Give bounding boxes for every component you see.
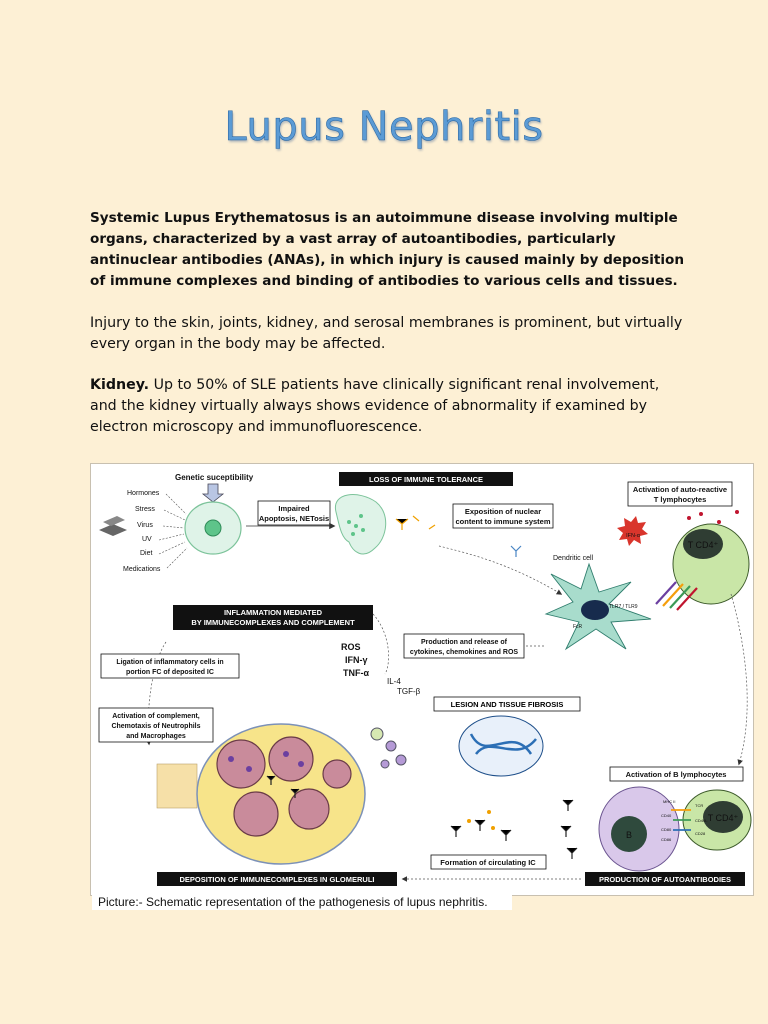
ligation-line1: Ligation of inflammatory cells in <box>116 659 223 666</box>
complement-line1: Activation of complement, <box>112 713 200 720</box>
inflammation-line1: INFLAMMATION MEDIATED <box>224 608 323 617</box>
svg-text:CD86: CD86 <box>661 837 672 842</box>
inflammatory-cells <box>370 727 407 769</box>
complement-box <box>98 707 214 743</box>
cytokine-il4: IL-4 <box>387 677 401 686</box>
lesion-box <box>433 696 581 712</box>
impaired-line1: Impaired <box>278 504 310 513</box>
cell-nucleus <box>204 519 222 537</box>
kidney-paragraph: Kidney. Up to 50% of SLE patients have c… <box>90 375 690 438</box>
down-arrow-icon <box>201 483 225 503</box>
trigger-1: Stress <box>135 506 155 513</box>
trigger-5: Medications <box>123 566 161 573</box>
formation-ic-label: Formation of circulating IC <box>440 858 536 867</box>
costim-markers: MHC II TCR CD40 CD40L CD80 CD28 CD86 <box>661 799 708 842</box>
cytokine-tnf-alpha: TNF-α <box>343 668 369 678</box>
dendritic-nucleus <box>581 600 609 620</box>
trigger-2: Virus <box>137 522 153 529</box>
tcd4-b-label: T CD4⁺ <box>708 813 739 823</box>
production-release-line2: cytokines, chemokines and ROS <box>410 649 518 656</box>
svg-text:MHC II: MHC II <box>663 799 675 804</box>
lesion-label: LESION AND TISSUE FIBROSIS <box>451 700 564 709</box>
glomerulus <box>156 723 366 865</box>
loss-tolerance-box <box>339 472 513 486</box>
fibrosis-tissue <box>458 715 544 777</box>
tlr-label: TLR7 / TLR9 <box>609 604 638 610</box>
receptor-bundle <box>655 581 698 611</box>
netosis-cell <box>334 494 387 555</box>
impaired-line2: Apoptosis, NETosis <box>259 514 329 523</box>
deposition-box <box>157 872 397 886</box>
ifn-star-icon <box>617 516 648 546</box>
pathogenesis-figure: Genetic suceptibility Hormones Stress Vi… <box>90 463 754 896</box>
complement-line2: Chemotaxis of Neutrophils <box>111 723 200 730</box>
kidney-body: Up to 50% of SLE patients have clinicall… <box>90 377 660 435</box>
tcd4-label: T CD4⁺ <box>688 540 719 550</box>
complement-line3: and Macrophages <box>126 733 186 740</box>
organ-paragraph: Injury to the skin, joints, kidney, and … <box>90 315 683 352</box>
trigger-3: UV <box>142 536 152 543</box>
b-label: B <box>626 830 632 840</box>
production-release-line1: Production and release of <box>421 639 508 646</box>
uv-rays-icon <box>99 516 127 536</box>
svg-text:CD80: CD80 <box>661 827 672 832</box>
intro-paragraph: Systemic Lupus Erythematosus is an autoi… <box>90 210 685 289</box>
fcr-label: FcR <box>573 624 583 630</box>
production-release-box <box>403 633 525 659</box>
cytokine-ifn-gamma: IFN-γ <box>345 655 368 665</box>
impaired-box <box>257 500 331 526</box>
cytokine-dots <box>687 510 739 524</box>
ifn-alpha-star-label: IFN-α <box>626 533 641 539</box>
trigger-0: Hormones <box>127 490 160 497</box>
loss-tolerance-label: LOSS OF IMMUNE TOLERANCE <box>369 475 483 484</box>
kidney-lead: Kidney. <box>90 377 150 393</box>
deposition-label: DEPOSITION OF IMMUNECOMPLEXES IN GLOMERU… <box>179 875 374 884</box>
costim-receptors <box>671 809 691 831</box>
formation-ic-box <box>430 854 547 870</box>
activation-t-line1: Activation of auto-reactive <box>633 485 727 494</box>
circulating-antigens <box>467 810 495 830</box>
t-cell-nucleus <box>683 529 723 559</box>
ligation-line2: portion FC of deposited IC <box>126 669 214 676</box>
page-title: Lupus Nephritis <box>224 104 544 151</box>
b-cell-nucleus <box>611 816 647 852</box>
cytokine-ros: ROS <box>341 642 361 652</box>
nuclear-antigens <box>395 515 436 530</box>
pathogenesis-diagram: Genetic suceptibility Hormones Stress Vi… <box>98 472 752 886</box>
production-auto-label: PRODUCTION OF AUTOANTIBODIES <box>599 875 731 884</box>
exposition-line1: Exposition of nuclear <box>465 507 541 516</box>
figure-caption: Picture:- Schematic representation of th… <box>92 895 512 910</box>
free-antibodies <box>450 799 578 859</box>
svg-text:CD40L: CD40L <box>695 818 708 823</box>
net-fragments <box>347 514 365 536</box>
dendritic-label: Dendritic cell <box>553 555 594 562</box>
activation-t-box <box>627 481 733 507</box>
trigger-4: Diet <box>140 550 153 557</box>
inflammation-line2: BY IMMUNECOMPLEXES AND COMPLEMENT <box>191 618 355 627</box>
ligation-box <box>100 653 240 679</box>
activation-b-label: Activation of B lymphocytes <box>626 770 727 779</box>
cytokine-tgf-beta: TGF-β <box>397 687 421 696</box>
fibrosis-fibers <box>469 733 537 755</box>
inflammation-box <box>173 605 373 630</box>
svg-text:TCR: TCR <box>695 803 703 808</box>
t-cell-b-nucleus <box>703 801 743 833</box>
activation-t-line2: T lymphocytes <box>654 495 707 504</box>
activation-b-box <box>609 766 744 782</box>
exposition-line2: content to immune system <box>455 517 550 526</box>
svg-text:CD40: CD40 <box>661 813 672 818</box>
genetic-label: Genetic suceptibility <box>175 473 254 482</box>
production-auto-box <box>585 872 745 886</box>
svg-text:CD28: CD28 <box>695 831 706 836</box>
exposition-box <box>452 503 554 529</box>
